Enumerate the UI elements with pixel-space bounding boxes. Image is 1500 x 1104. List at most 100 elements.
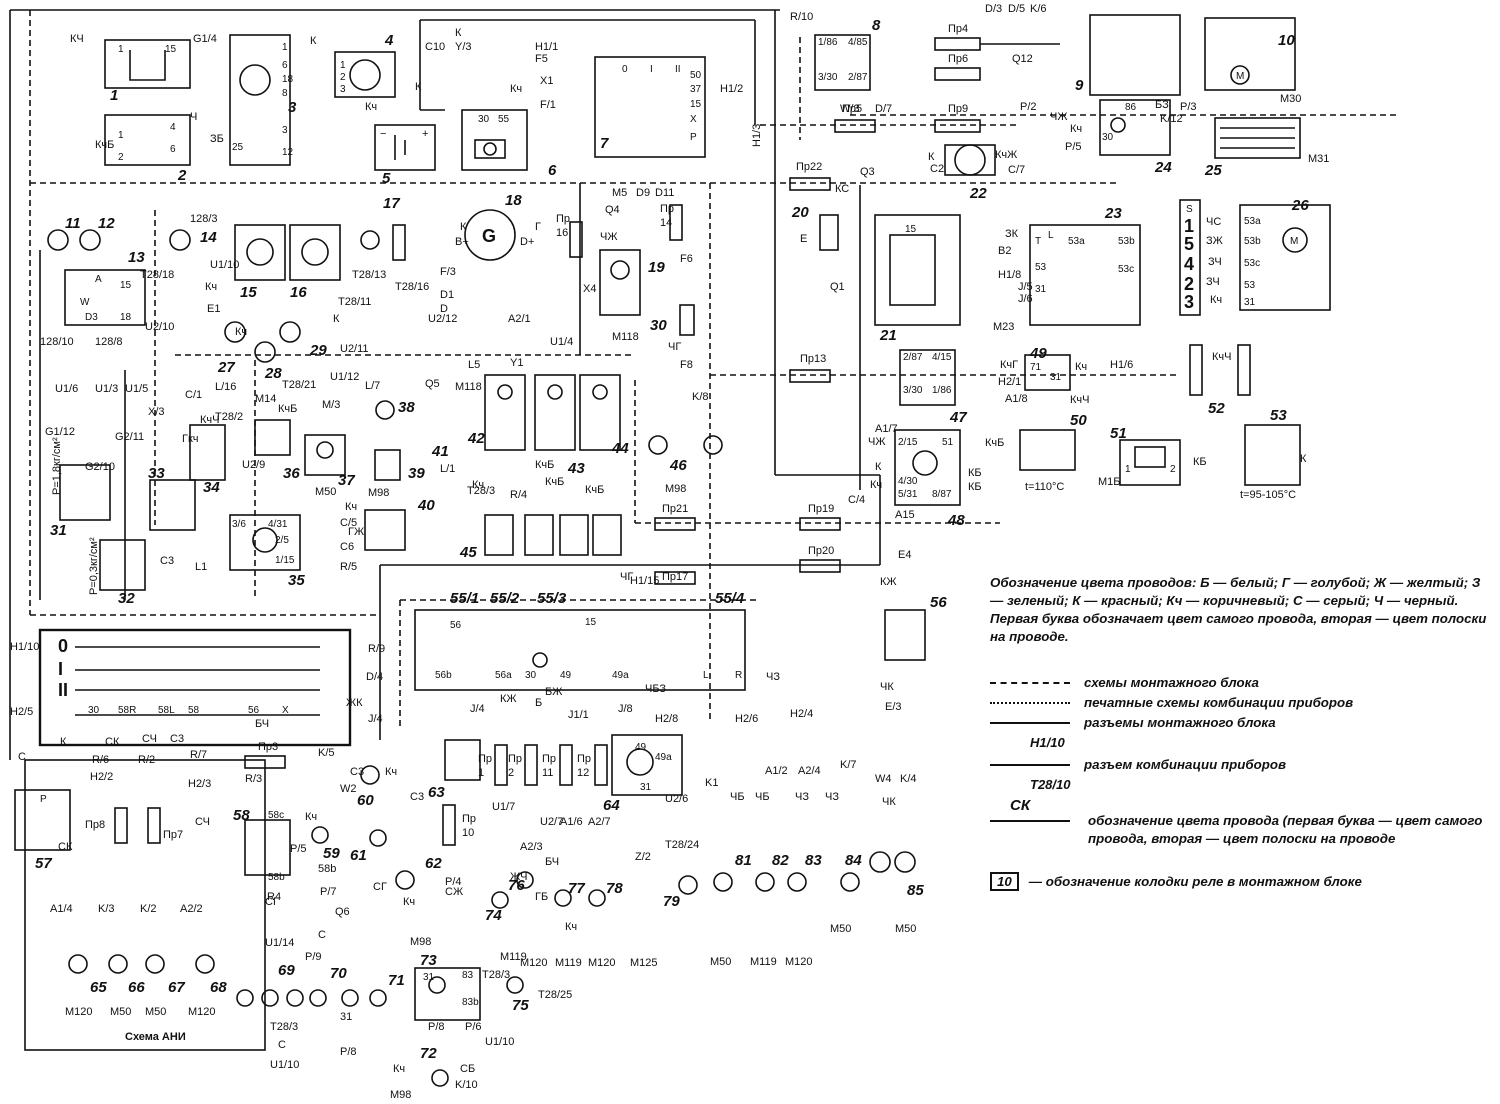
svg-text:Пр13: Пр13	[800, 353, 826, 365]
legend-item-instrument-connector: разъем комбинации приборов	[990, 757, 1286, 772]
svg-text:ЧГ: ЧГ	[668, 341, 681, 353]
svg-text:F5: F5	[535, 53, 548, 65]
svg-text:К: К	[333, 313, 340, 325]
svg-text:37: 37	[690, 84, 702, 95]
svg-text:27: 27	[217, 359, 235, 376]
svg-text:КчЖ: КчЖ	[995, 149, 1017, 161]
svg-text:R/9: R/9	[368, 643, 385, 655]
svg-text:H2/8: H2/8	[655, 713, 678, 725]
svg-text:49: 49	[560, 670, 572, 681]
svg-text:БЖ: БЖ	[545, 686, 562, 698]
svg-text:КчБ: КчБ	[985, 437, 1004, 449]
svg-text:1: 1	[1184, 216, 1194, 236]
svg-text:3/30: 3/30	[903, 385, 923, 396]
svg-text:Кч: Кч	[1210, 294, 1222, 306]
svg-text:К: К	[60, 736, 67, 748]
svg-text:57: 57	[35, 855, 52, 872]
legend-item-mount-connector: разъемы монтажного блока	[990, 715, 1276, 730]
svg-text:5/31: 5/31	[898, 489, 918, 500]
svg-text:15: 15	[905, 224, 917, 235]
svg-text:46: 46	[669, 457, 687, 474]
svg-text:P/8: P/8	[428, 1021, 445, 1033]
svg-text:M118: M118	[612, 331, 639, 343]
svg-text:D/5: D/5	[1008, 3, 1025, 15]
svg-text:A15: A15	[895, 509, 915, 521]
svg-text:КчГ: КчГ	[1000, 359, 1018, 371]
svg-text:59: 59	[323, 845, 340, 862]
svg-text:ЧБ: ЧБ	[755, 791, 770, 803]
svg-text:42: 42	[467, 430, 485, 447]
svg-text:ЗЧ: ЗЧ	[1206, 276, 1220, 288]
svg-text:1: 1	[340, 60, 346, 71]
svg-text:10: 10	[462, 827, 474, 839]
svg-text:H1/3: H1/3	[751, 124, 763, 147]
svg-text:A: A	[95, 274, 102, 285]
svg-text:71: 71	[1030, 362, 1042, 373]
svg-text:G: G	[482, 226, 496, 246]
svg-text:P/9: P/9	[305, 951, 322, 963]
svg-text:С3: С3	[350, 766, 364, 778]
svg-text:2: 2	[177, 167, 187, 184]
svg-text:M5: M5	[612, 187, 627, 199]
sensors-31-34: 31 Р=1,8кг/см² 32 Р=0,3кг/см² 33 34	[50, 424, 226, 607]
svg-text:53: 53	[1035, 262, 1047, 273]
svg-text:G2/11: G2/11	[115, 431, 144, 443]
svg-text:P/6: P/6	[465, 1021, 482, 1033]
svg-text:I: I	[650, 64, 653, 75]
svg-text:Пр4: Пр4	[948, 23, 968, 35]
svg-text:G2/10: G2/10	[85, 461, 115, 473]
svg-text:2: 2	[1184, 274, 1194, 294]
svg-text:29: 29	[309, 342, 327, 359]
svg-text:55/4: 55/4	[715, 590, 745, 607]
svg-text:1/15: 1/15	[275, 555, 295, 566]
svg-text:20: 20	[791, 204, 809, 221]
svg-text:M125: M125	[630, 957, 658, 969]
svg-text:M: M	[1236, 71, 1244, 82]
legend-item-instrument: печатные схемы комбинации приборов	[990, 695, 1353, 710]
svg-text:D/3: D/3	[985, 3, 1002, 15]
svg-text:0: 0	[622, 64, 628, 75]
svg-text:P/7: P/7	[320, 886, 337, 898]
svg-text:83b: 83b	[462, 997, 479, 1008]
svg-text:M120: M120	[188, 1006, 216, 1018]
svg-text:КБ: КБ	[968, 481, 982, 493]
svg-text:14: 14	[200, 229, 217, 246]
svg-text:C3: C3	[160, 555, 174, 567]
svg-text:КС: КС	[835, 183, 849, 195]
svg-text:5: 5	[382, 170, 391, 187]
svg-text:U1/6: U1/6	[55, 383, 78, 395]
svg-text:51: 51	[1110, 425, 1127, 442]
svg-text:2/87: 2/87	[903, 352, 923, 363]
component-16: 16	[289, 224, 341, 301]
motor-10: M 10 M30	[1204, 17, 1301, 105]
svg-text:R/3: R/3	[245, 773, 262, 785]
svg-text:Пр6: Пр6	[948, 53, 968, 65]
svg-text:1: 1	[478, 767, 484, 779]
svg-text:R/5: R/5	[340, 561, 357, 573]
svg-text:K/2: K/2	[140, 903, 157, 915]
svg-text:72: 72	[420, 1045, 437, 1062]
generator-18: G 18 КB+D+Г	[455, 192, 541, 261]
svg-text:M1Б: M1Б	[1098, 476, 1121, 488]
svg-text:W: W	[80, 297, 90, 308]
svg-text:Кч: Кч	[365, 101, 377, 113]
svg-text:D/4: D/4	[366, 671, 383, 683]
svg-text:КчЧ: КчЧ	[1212, 351, 1231, 363]
svg-text:E1: E1	[207, 303, 220, 315]
svg-text:Пр: Пр	[577, 753, 591, 765]
component-3: 16 188 312 25 3	[229, 34, 297, 166]
svg-text:R/4: R/4	[510, 489, 527, 501]
svg-text:К: К	[455, 27, 462, 39]
svg-text:63: 63	[428, 784, 445, 801]
svg-text:30: 30	[88, 705, 100, 716]
svg-text:К: К	[1300, 453, 1307, 465]
gauges-27-29: 27 28 29	[217, 321, 327, 382]
svg-text:M98: M98	[390, 1089, 411, 1101]
svg-text:52: 52	[1208, 400, 1225, 417]
svg-text:15: 15	[120, 280, 132, 291]
svg-text:Пр: Пр	[508, 753, 522, 765]
svg-text:8: 8	[872, 17, 881, 34]
